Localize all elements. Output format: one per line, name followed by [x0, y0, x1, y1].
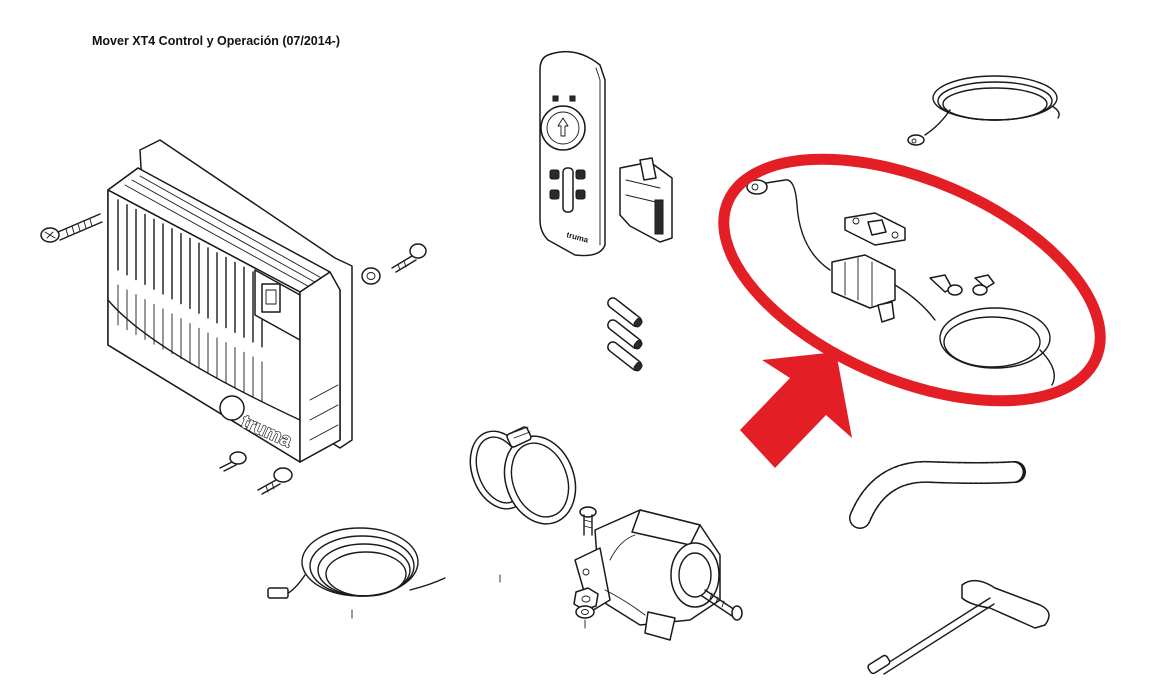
- highlight-ring: [718, 153, 1106, 407]
- right-rotate-icon: [575, 189, 586, 200]
- remote-holder: [619, 157, 673, 243]
- bolt-top: [579, 506, 597, 536]
- gearbox: [574, 509, 743, 641]
- screw-bottom-small: [219, 451, 247, 472]
- cable-kit: [746, 179, 1055, 386]
- screw-bottom: [257, 467, 293, 495]
- up-arrow-icon: [557, 117, 569, 137]
- long-screw-left: [40, 213, 103, 243]
- control-box: truma: [107, 139, 353, 463]
- hose-clamps: [469, 426, 577, 525]
- cable-coil-top: [907, 75, 1060, 146]
- left-rotate-icon: [549, 189, 560, 200]
- t-handle-wrench: [867, 579, 1050, 675]
- washer: [361, 267, 381, 285]
- cable-coil-bottom: [267, 527, 446, 619]
- batteries: [607, 297, 643, 372]
- document-title: Mover XT4 Control y Operación (07/2014-): [92, 34, 340, 48]
- corrugated-tube: [849, 460, 1026, 529]
- left-rotate-icon: [549, 169, 560, 180]
- remote-control: truma: [539, 50, 606, 257]
- right-rotate-icon: [575, 169, 586, 180]
- washer-bottom: [575, 605, 595, 629]
- nut: [573, 587, 599, 611]
- highlight-arrow: [740, 352, 852, 468]
- screw-right: [391, 243, 427, 273]
